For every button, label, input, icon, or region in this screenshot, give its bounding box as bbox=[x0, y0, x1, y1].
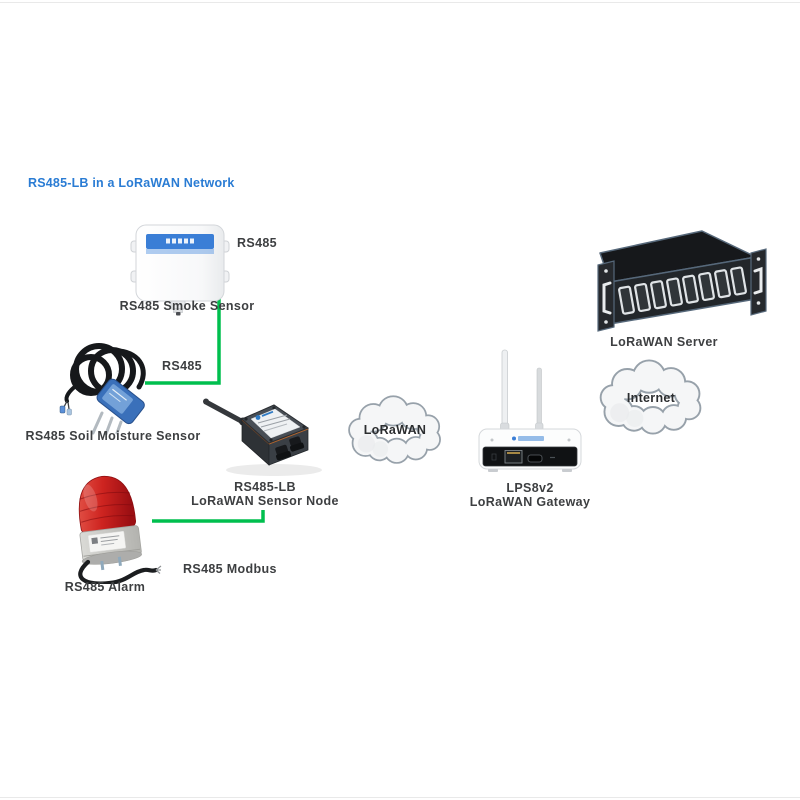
sensor-node-caption-line2: LoRaWAN Sensor Node bbox=[191, 494, 339, 508]
cloud-shape bbox=[348, 395, 441, 464]
cloud-shape bbox=[599, 359, 702, 435]
ethernet-port bbox=[504, 450, 523, 464]
connector-alarm-to-node bbox=[152, 510, 265, 523]
alarm-image bbox=[78, 475, 162, 584]
internet-cloud-label: Internet bbox=[626, 390, 676, 405]
gateway-caption-line2: LoRaWAN Gateway bbox=[469, 495, 591, 509]
gateway-front-panel bbox=[482, 446, 578, 467]
smoke-sensor-image bbox=[130, 224, 230, 316]
page-border-top bbox=[0, 2, 800, 3]
rs485-lb-node-image bbox=[203, 398, 322, 476]
link-label-rs485-smoke: RS485 bbox=[237, 236, 277, 250]
soil-sensor-caption: RS485 Soil Moisture Sensor bbox=[25, 429, 201, 443]
smoke-sensor-probe bbox=[170, 300, 186, 316]
page-border-bottom bbox=[0, 797, 800, 798]
sensor-prongs bbox=[91, 411, 123, 435]
gateway-image bbox=[478, 349, 582, 472]
gateway-caption: LPS8v2 LoRaWAN Gateway bbox=[455, 481, 605, 509]
smoke-sensor-blue-label bbox=[146, 234, 214, 254]
sensor-wire-connectors bbox=[59, 400, 72, 416]
lorawan-cloud: LoRaWAN bbox=[343, 392, 447, 468]
node-cable-glands bbox=[275, 436, 305, 461]
alarm-red-dome bbox=[78, 475, 136, 534]
alarm-cable bbox=[78, 559, 162, 584]
lorawan-cloud-label: LoRaWAN bbox=[363, 423, 427, 437]
sensor-cable-coil bbox=[64, 343, 146, 403]
node-shadow bbox=[226, 464, 322, 476]
node-antenna bbox=[203, 398, 247, 426]
server-image bbox=[597, 230, 767, 332]
server-right-bracket bbox=[750, 248, 767, 316]
link-label-rs485-modbus: RS485 Modbus bbox=[183, 562, 277, 576]
sensor-node-caption: RS485-LB LoRaWAN Sensor Node bbox=[185, 480, 345, 508]
sensor-blue-body bbox=[96, 378, 145, 425]
alarm-caption: RS485 Alarm bbox=[64, 580, 146, 594]
node-top-label bbox=[250, 408, 301, 439]
server-slots bbox=[618, 266, 747, 315]
smoke-sensor-caption: RS485 Smoke Sensor bbox=[119, 299, 255, 313]
server-left-bracket bbox=[597, 260, 615, 332]
link-label-rs485-soil: RS485 bbox=[162, 359, 202, 373]
gateway-antennas bbox=[500, 349, 544, 432]
hdmi-port bbox=[527, 454, 543, 463]
reset-button bbox=[491, 453, 497, 461]
diagram-title: RS485-LB in a LoRaWAN Network bbox=[28, 176, 235, 190]
alarm-base bbox=[79, 525, 142, 571]
sensor-node-caption-line1: RS485-LB bbox=[234, 480, 296, 494]
internet-cloud: Internet bbox=[594, 355, 708, 440]
server-caption: LoRaWAN Server bbox=[610, 335, 718, 349]
soil-moisture-sensor-image bbox=[59, 343, 146, 435]
gateway-caption-line1: LPS8v2 bbox=[506, 481, 554, 495]
